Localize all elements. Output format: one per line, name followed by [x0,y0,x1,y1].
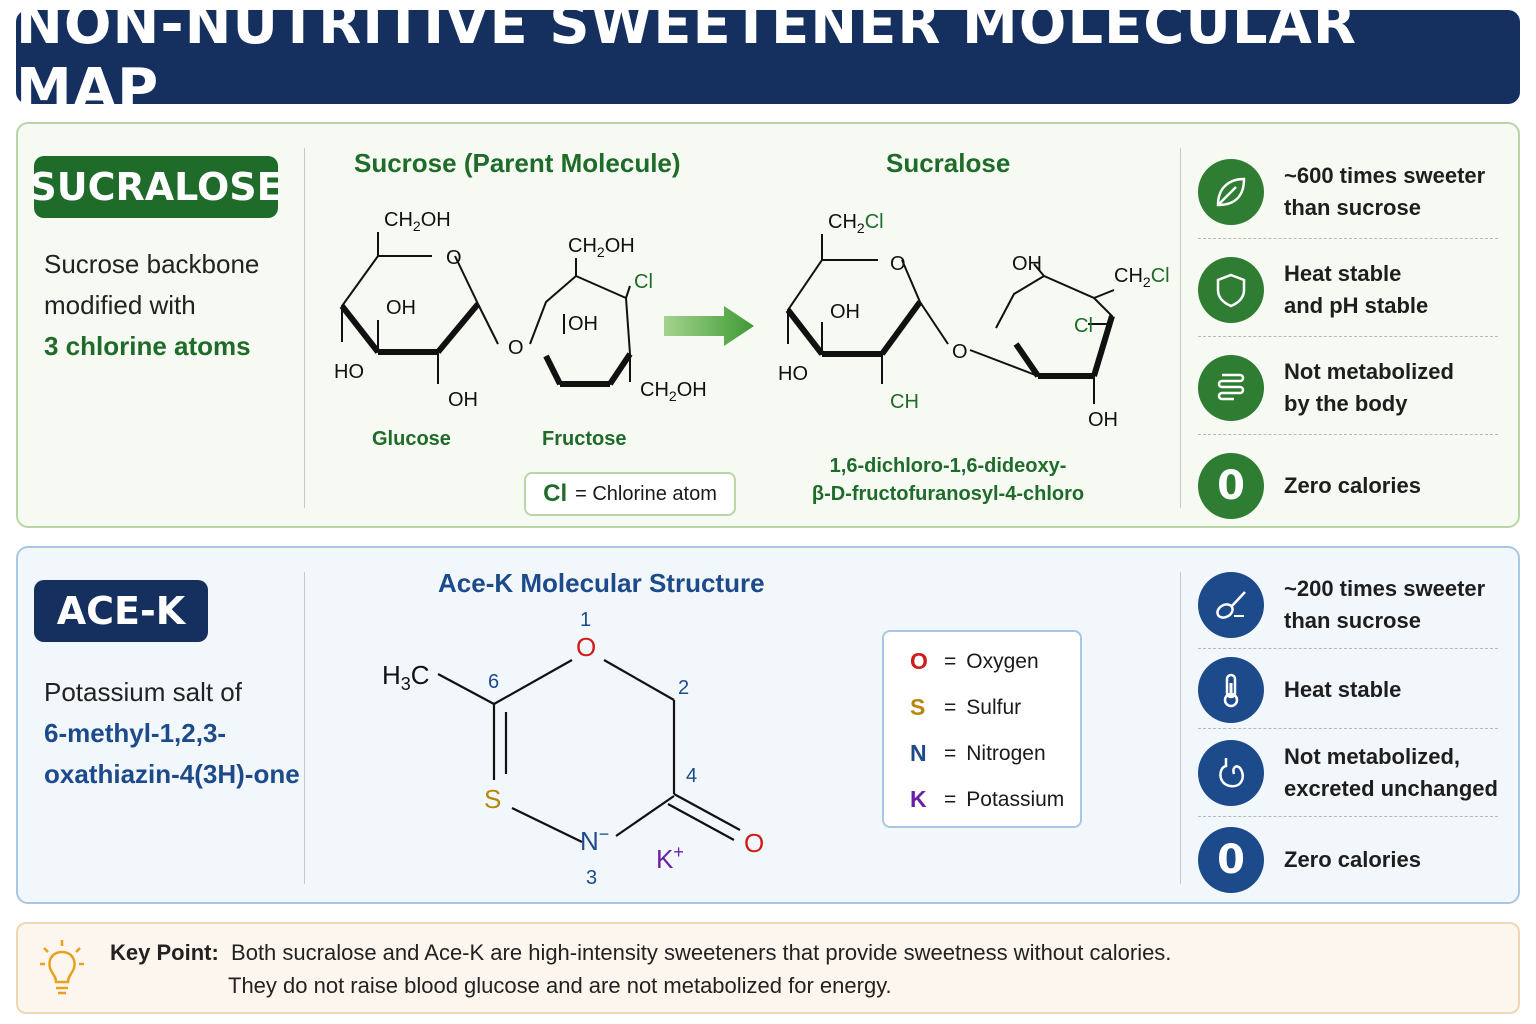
sucralose-desc-line2: modified with [44,290,196,320]
sucralose-iupac: 1,6-dichloro-1,6-dideoxy- β-D-fructofura… [778,452,1118,508]
fact-divider [1198,648,1498,649]
shield-icon [1198,257,1264,323]
svg-text:O: O [952,341,968,363]
svg-text:4: 4 [686,765,697,787]
zero-icon: 0 [1198,453,1264,519]
svg-text:2: 2 [678,677,689,699]
sucralose-heading: Sucralose [886,148,1011,178]
lightbulb-icon [40,940,84,995]
key-point-line2: They do not raise blood glucose and are … [228,973,892,998]
chlorine-legend-text: = Chlorine atom [575,482,717,505]
intestine-icon [1198,355,1264,421]
svg-text:OH: OH [1088,409,1118,431]
acek-fact-metabolism: Not metabolized,excreted unchanged [1198,730,1498,816]
svg-text:6: 6 [488,671,499,693]
legend-row-sulfur: S=Sulfur [910,694,1022,720]
spoon-icon [1198,572,1264,638]
svg-text:H3C: H3C [382,660,430,694]
acek-desc-accent1: 6-methyl-1,2,3- [44,718,227,748]
fact-divider [1198,816,1498,817]
svg-text:CH2Cl: CH2Cl [828,211,884,236]
svg-text:O: O [744,828,764,858]
sucralose-structure: CH2Cl O OH HO CH O OH CH2Cl Cl OH [778,211,1170,431]
glucose-label: Glucose [372,428,451,450]
svg-text:CH2OH: CH2OH [568,235,635,260]
svg-text:K+: K+ [656,842,684,874]
sucralose-description: Sucrose backbone modified with 3 chlorin… [44,244,259,367]
svg-text:Cl: Cl [634,271,653,293]
arrow-icon [664,306,754,346]
acek-desc-accent2: oxathiazin-4(3H)-one [44,759,300,789]
sucralose-desc-line1: Sucrose backbone [44,249,260,279]
acek-fact-stability: Heat stable [1198,650,1498,730]
acek-fact-calories: 0 Zero calories [1198,820,1498,900]
svg-text:HO: HO [334,361,364,383]
fact-divider [1198,728,1498,729]
svg-text:OH: OH [1012,253,1042,275]
legend-row-potassium: K=Potassium [910,786,1065,812]
svg-text:O: O [576,632,596,662]
zero-icon: 0 [1198,827,1264,893]
svg-text:CH2Cl: CH2Cl [1114,265,1170,290]
acek-description: Potassium salt of 6-methyl-1,2,3- oxathi… [44,672,300,795]
svg-text:1: 1 [580,609,591,631]
sucrose-structure: CH2OH O OH HO OH O CH2OH Cl OH CH2OH [334,209,707,411]
key-point-box: Key Point: Both sucralose and Ace-K are … [16,922,1520,1014]
chlorine-legend: Cl = Chlorine atom [524,472,736,516]
acek-structure: H3C O S N− O K+ 1 2 3 4 6 [382,609,764,889]
fact-divider [1198,434,1498,435]
svg-text:OH: OH [568,313,598,335]
sucralose-divider-left [304,148,305,508]
iupac-line2: β-D-fructofuranosyl-4-chloro [811,483,1085,505]
fact-divider [1198,336,1498,337]
svg-text:O: O [890,253,906,275]
svg-text:HO: HO [778,363,808,385]
svg-text:S: S [484,784,501,814]
chlorine-symbol: Cl [543,480,568,507]
svg-text:OH: OH [830,301,860,323]
sucralose-fact-calories: 0 Zero calories [1198,438,1498,534]
svg-text:CH: CH [890,391,919,413]
key-point-text: Key Point: Both sucralose and Ace-K are … [110,936,1171,1002]
acek-desc-line1: Potassium salt of [44,677,242,707]
sucrose-heading: Sucrose (Parent Molecule) [354,148,681,178]
svg-text:OH: OH [448,389,478,411]
svg-text:CH2OH: CH2OH [384,209,451,234]
svg-text:OH: OH [386,297,416,319]
thermometer-icon [1198,657,1264,723]
page-title: NON-NUTRITIVE SWEETENER MOLECULAR MAP [16,0,1357,122]
acek-badge: ACE-K [34,580,208,642]
legend-row-oxygen: O=Oxygen [910,648,1039,674]
key-point-line1: Both sucralose and Ace-K are high-intens… [231,940,1172,965]
acek-divider-left [304,572,305,884]
key-point-label: Key Point: [110,940,219,965]
legend-row-nitrogen: N=Nitrogen [910,740,1046,766]
svg-text:CH2OH: CH2OH [640,379,707,404]
svg-text:Cl: Cl [1074,315,1093,337]
sucralose-divider-right [1180,148,1181,508]
svg-text:3: 3 [586,867,597,889]
sucralose-desc-accent: 3 chlorine atoms [44,331,251,361]
acek-divider-right [1180,572,1181,884]
iupac-line1: 1,6-dichloro-1,6-dideoxy- [829,455,1067,477]
acek-panel: ACE-K Potassium salt of 6-methyl-1,2,3- … [16,546,1520,904]
fact-divider [1198,238,1498,239]
acek-heading: Ace-K Molecular Structure [438,568,765,598]
sucralose-badge: SUCRALOSE [29,156,283,218]
sucralose-panel: SUCRALOSE Sucrose backbone modified with… [16,122,1520,528]
svg-text:O: O [508,337,524,359]
svg-text:O: O [446,247,462,269]
fructose-label: Fructose [542,428,627,450]
stomach-icon [1198,740,1264,806]
svg-text:N−: N− [580,824,609,856]
element-legend: O=Oxygen S=Sulfur N=Nitrogen K=Potassium [882,630,1082,828]
leaf-icon [1198,159,1264,225]
title-bar: NON-NUTRITIVE SWEETENER MOLECULAR MAP [16,0,1520,122]
